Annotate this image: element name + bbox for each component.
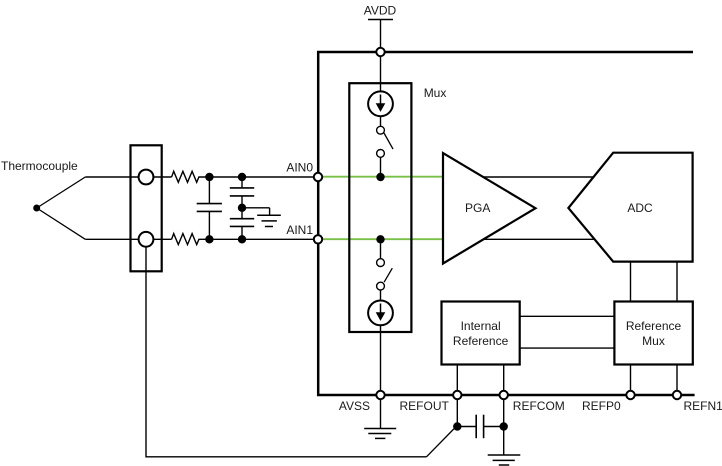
- svg-text:REFP0: REFP0: [582, 399, 621, 413]
- svg-text:AIN0: AIN0: [286, 161, 313, 175]
- svg-text:Mux: Mux: [424, 86, 447, 100]
- svg-text:AIN1: AIN1: [286, 223, 313, 237]
- svg-text:AVDD: AVDD: [364, 4, 397, 18]
- svg-text:Internal: Internal: [461, 319, 501, 333]
- svg-text:Mux: Mux: [642, 334, 665, 348]
- svg-text:ADC: ADC: [627, 201, 653, 215]
- svg-text:PGA: PGA: [465, 201, 490, 215]
- svg-text:REFOUT: REFOUT: [400, 399, 450, 413]
- svg-text:Reference: Reference: [453, 334, 509, 348]
- svg-text:REFN1: REFN1: [684, 399, 722, 413]
- svg-text:AVSS: AVSS: [339, 399, 370, 413]
- svg-text:REFCOM: REFCOM: [513, 399, 565, 413]
- svg-text:Thermocouple: Thermocouple: [1, 159, 78, 173]
- svg-text:Reference: Reference: [626, 319, 682, 333]
